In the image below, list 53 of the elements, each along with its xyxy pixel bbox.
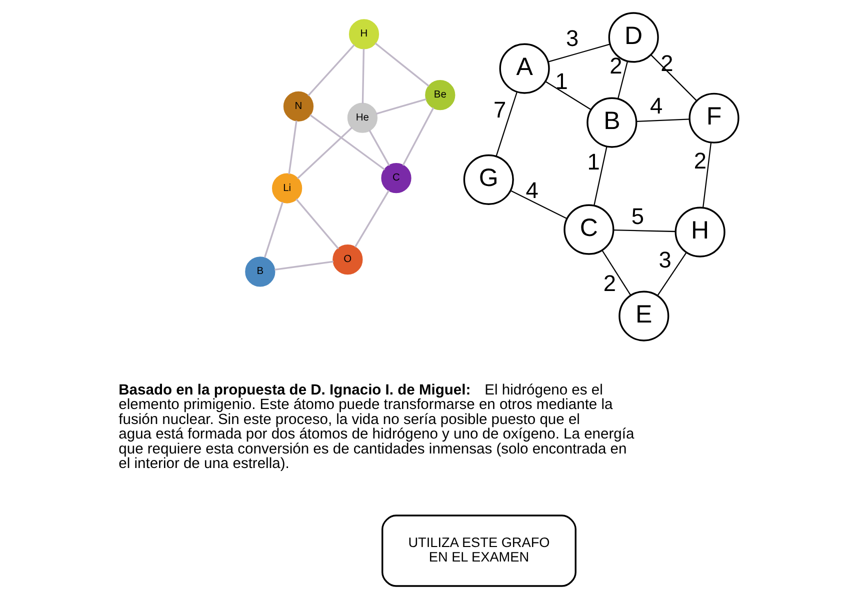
edge-label: 2 (603, 270, 616, 296)
connector (617, 61, 628, 99)
node-circle: G (463, 154, 514, 205)
connector (354, 190, 390, 248)
connector (702, 142, 712, 208)
node-circle: B (586, 97, 638, 148)
connector (636, 118, 690, 122)
edge-label: 2 (694, 148, 706, 174)
node-circle: O (332, 244, 363, 275)
node-circle: H (348, 19, 380, 50)
connector (296, 126, 353, 180)
connector (274, 260, 334, 271)
connector (264, 202, 284, 258)
node-circle: F (688, 92, 740, 144)
connector (545, 81, 592, 110)
connector (402, 107, 434, 166)
node-box: UTILIZA ESTE GRAFO EN EL EXAMEN (382, 514, 576, 587)
label: Basado en la propuesta de D. Ignacio I. de Miguel: El hidrógeno es el elemento primigenio. Este átomo puede transformarse en otros mediante la fusión nuclear. Sin este proceso, la vida no sería posible puesto que el agua está formada por dos átomos de hidrógeno y uno de oxígeno. La energía que requiere esta conversión es de cantidades inmensas (solo encontrada en el interior de una estrella). (118, 382, 634, 472)
connector (296, 198, 340, 250)
connector (657, 252, 687, 296)
edge-label: 7 (493, 96, 506, 122)
connector (594, 146, 608, 206)
node-circle: N (283, 91, 314, 122)
node-circle: H (674, 206, 726, 258)
connector (310, 114, 386, 170)
connector (650, 54, 697, 102)
connector (548, 44, 610, 62)
edge-label: 3 (658, 246, 672, 272)
edge-label: 4 (526, 176, 538, 203)
connector (368, 130, 390, 166)
connector (376, 98, 427, 115)
node-circle: E (618, 290, 670, 342)
node-circle: C (564, 204, 614, 255)
node-circle: He (347, 102, 378, 133)
connector (308, 44, 355, 96)
connector (602, 250, 632, 296)
node-circle: B (245, 256, 276, 287)
edge-label: 1 (587, 148, 600, 174)
node-circle: C (381, 163, 412, 194)
edge-label: 4 (650, 92, 663, 119)
connector (496, 92, 518, 156)
connector (374, 42, 430, 87)
node-circle: Be (425, 80, 456, 110)
node-circle: A (499, 43, 550, 94)
node-circle: Li (272, 173, 302, 204)
connector (510, 190, 567, 220)
edge-label: 1 (555, 68, 568, 94)
connector (288, 120, 298, 174)
connector (614, 230, 676, 232)
edge-label: 5 (631, 202, 644, 229)
edge-label: 2 (660, 50, 674, 76)
edge-label: 3 (566, 25, 579, 52)
connector (362, 48, 365, 104)
